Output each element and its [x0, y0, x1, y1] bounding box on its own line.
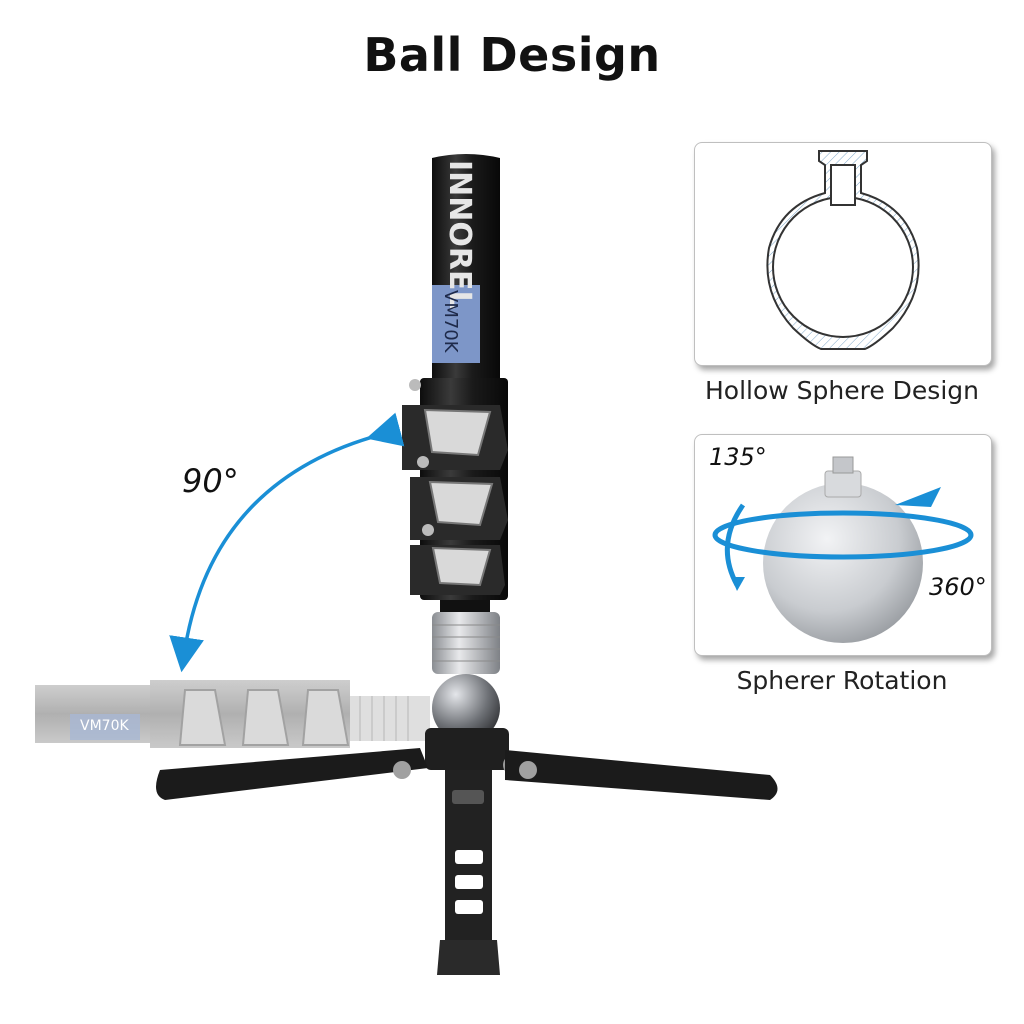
- sphere-rotation-diagram: [712, 456, 974, 643]
- brand-lettering: INNOREL: [442, 160, 477, 310]
- page-title: Ball Design: [363, 28, 661, 82]
- ghost-model-lettering: VM70K: [80, 718, 129, 734]
- rotation-angle-side: 360°: [929, 573, 987, 601]
- ghost-monopod: [35, 680, 430, 748]
- flip-locks: [402, 379, 508, 595]
- tilt-arrow: [169, 412, 405, 673]
- tripod-feet: [156, 748, 778, 975]
- rotation-angle-top: 135°: [709, 443, 767, 471]
- model-lettering: VM70K: [440, 290, 461, 354]
- sphere-rotation-card: 135° 360°: [694, 434, 992, 656]
- quick-release-collar: [432, 600, 500, 674]
- hollow-sphere-card: [694, 142, 992, 366]
- hollow-sphere-caption: Hollow Sphere Design: [704, 376, 979, 405]
- sphere-rotation-caption: Spherer Rotation: [736, 666, 948, 695]
- tilt-angle-label: 90°: [182, 462, 239, 500]
- hollow-sphere-diagram: [766, 150, 920, 350]
